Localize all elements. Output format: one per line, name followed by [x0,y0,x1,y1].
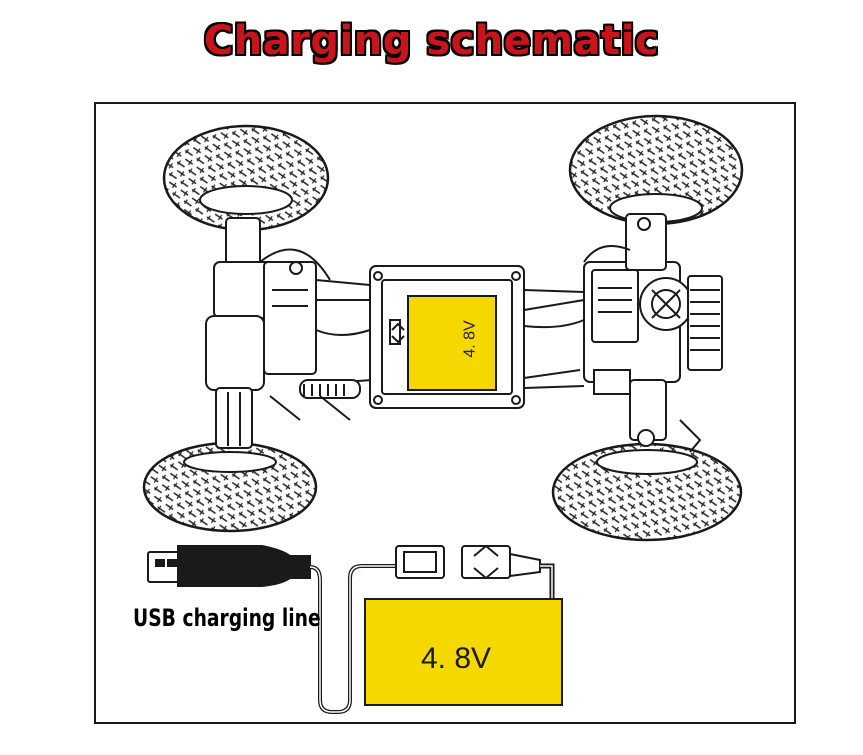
tire-rear-left [142,441,318,533]
diagram-frame [94,102,796,724]
battery-pack [364,598,563,706]
tire-rear-right [551,442,743,542]
battery-connector [461,544,541,580]
usb-charging-line-label: USB charging line [133,604,321,632]
usb-cable [147,545,311,587]
tire-front-right [568,114,744,226]
battery-in-car-voltage-label: 4. 8V [461,320,479,358]
page-title: Charging schematic [203,18,660,64]
battery-in-car [407,295,497,391]
charger-connector [395,545,445,579]
tire-front-left [162,124,330,232]
battery-lead-wire [540,563,555,600]
battery-pack-voltage-label: 4. 8V [421,642,492,675]
